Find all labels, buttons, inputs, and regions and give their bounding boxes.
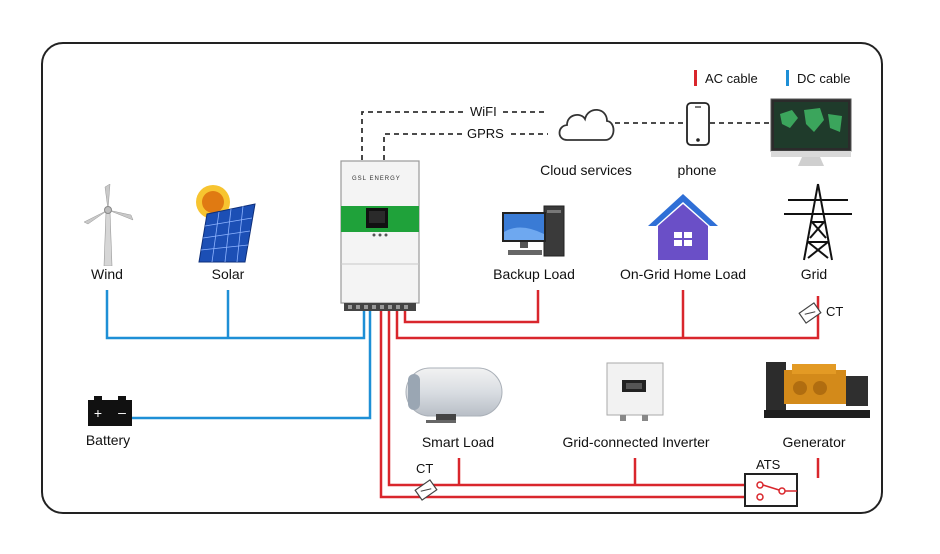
ct-label-upper: CT <box>826 304 844 319</box>
home-load-label: On-Grid Home Load <box>619 266 747 282</box>
legend-ac: AC cable <box>694 70 758 86</box>
ct-label-lower: CT <box>416 461 434 476</box>
house-icon <box>648 194 718 260</box>
ac-wire-backup-load <box>403 290 540 324</box>
battery-icon: + – <box>88 396 132 426</box>
backup-load-label: Backup Load <box>493 266 575 282</box>
legend-ac-swatch <box>694 70 697 86</box>
ct-sensor-upper <box>798 302 822 324</box>
svg-text:+: + <box>94 405 102 421</box>
svg-text:–: – <box>118 404 126 420</box>
wifi-link <box>361 111 548 160</box>
generator-icon <box>764 362 870 418</box>
hybrid-inverter <box>340 160 420 311</box>
water-heater-icon <box>405 367 503 423</box>
diagram-frame <box>41 42 883 514</box>
smart-load-label: Smart Load <box>421 434 495 450</box>
grid-label: Grid <box>800 266 828 282</box>
monitor-icon <box>770 98 852 166</box>
cloud-icon <box>558 108 615 141</box>
legend-ac-label: AC cable <box>705 70 758 86</box>
legend-dc-label: DC cable <box>797 70 851 86</box>
dc-wire-wind <box>105 290 366 340</box>
dc-wire-battery <box>131 305 372 420</box>
computer-icon <box>502 205 565 257</box>
ac-wire-grid <box>395 296 820 340</box>
solar-label: Solar <box>211 266 245 282</box>
legend-dc: DC cable <box>786 70 850 86</box>
wind-turbine-icon <box>83 184 134 266</box>
inverter-icon <box>606 362 664 421</box>
generator-label: Generator <box>782 434 846 450</box>
cloud-label: Cloud services <box>540 162 632 178</box>
wind-label: Wind <box>91 266 123 282</box>
grid-inverter-label: Grid-connected Inverter <box>562 434 710 450</box>
ats-label: ATS <box>756 457 781 472</box>
ac-wire-ats-gen-side <box>379 305 745 499</box>
wifi-label: WiFI <box>466 104 501 119</box>
phone-label: phone <box>677 162 717 178</box>
legend-dc-swatch <box>786 70 789 86</box>
solar-panel-icon <box>196 185 256 263</box>
ac-wire-ats-grid-side <box>387 305 745 487</box>
gprs-label: GPRS <box>463 126 508 141</box>
battery-label: Battery <box>85 432 131 448</box>
phone-icon <box>686 102 710 146</box>
ats-switch <box>744 473 798 507</box>
inverter-brand: GSL ENERGY <box>352 176 401 182</box>
ct-sensor-lower <box>414 479 438 501</box>
pylon-icon <box>784 183 852 261</box>
